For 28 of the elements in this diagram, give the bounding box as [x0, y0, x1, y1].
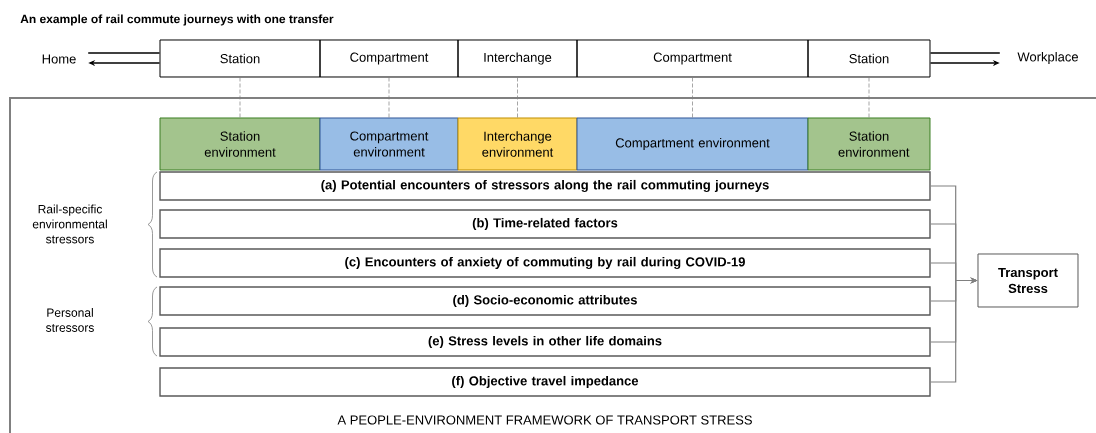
- stressor-box: (b) Time-related factors: [159, 209, 931, 239]
- journey-segment-box: Compartment: [319, 39, 459, 78]
- stressor-box: (a) Potential encounters of stressors along the rail commuting journeys: [159, 171, 931, 201]
- stressor-box: (e) Stress levels in other life domains: [159, 327, 931, 357]
- environment-box: Compartment environment: [576, 117, 809, 171]
- stressor-box: (f) Objective travel impedance: [159, 367, 931, 397]
- environment-box: Compartment environment: [319, 117, 459, 171]
- environment-box: Station environment: [807, 117, 931, 171]
- group-label: Rail-specific environmental stressors: [32, 204, 107, 244]
- journey-segment-box: Compartment: [576, 39, 809, 78]
- diagram-title: An example of rail commute journeys with one transfer: [20, 14, 334, 26]
- dashed-connector: [388, 77, 390, 118]
- journey-segment-box: Station: [159, 39, 321, 78]
- group-label: Personal stressors: [46, 308, 94, 332]
- journey-segment-box: Station: [807, 39, 931, 78]
- journey-segment-box: Interchange: [457, 39, 578, 78]
- outcome-box: Transport Stress: [977, 253, 1079, 308]
- stressor-box: (c) Encounters of anxiety of commuting by rail during COVID-19: [159, 248, 931, 278]
- environment-box: Interchange environment: [457, 117, 578, 171]
- dashed-connector: [239, 77, 241, 118]
- stressor-box: (d) Socio-economic attributes: [159, 286, 931, 316]
- dashed-connector: [517, 77, 518, 118]
- segment-label: Workplace: [1017, 51, 1078, 65]
- framework-heading: A PEOPLE-ENVIRONMENT FRAMEWORK OF TRANSPORT STRESS: [337, 415, 752, 425]
- dashed-connector: [868, 77, 870, 118]
- dashed-connector: [692, 77, 693, 118]
- segment-label: Home: [42, 54, 76, 64]
- environment-box: Station environment: [159, 117, 321, 171]
